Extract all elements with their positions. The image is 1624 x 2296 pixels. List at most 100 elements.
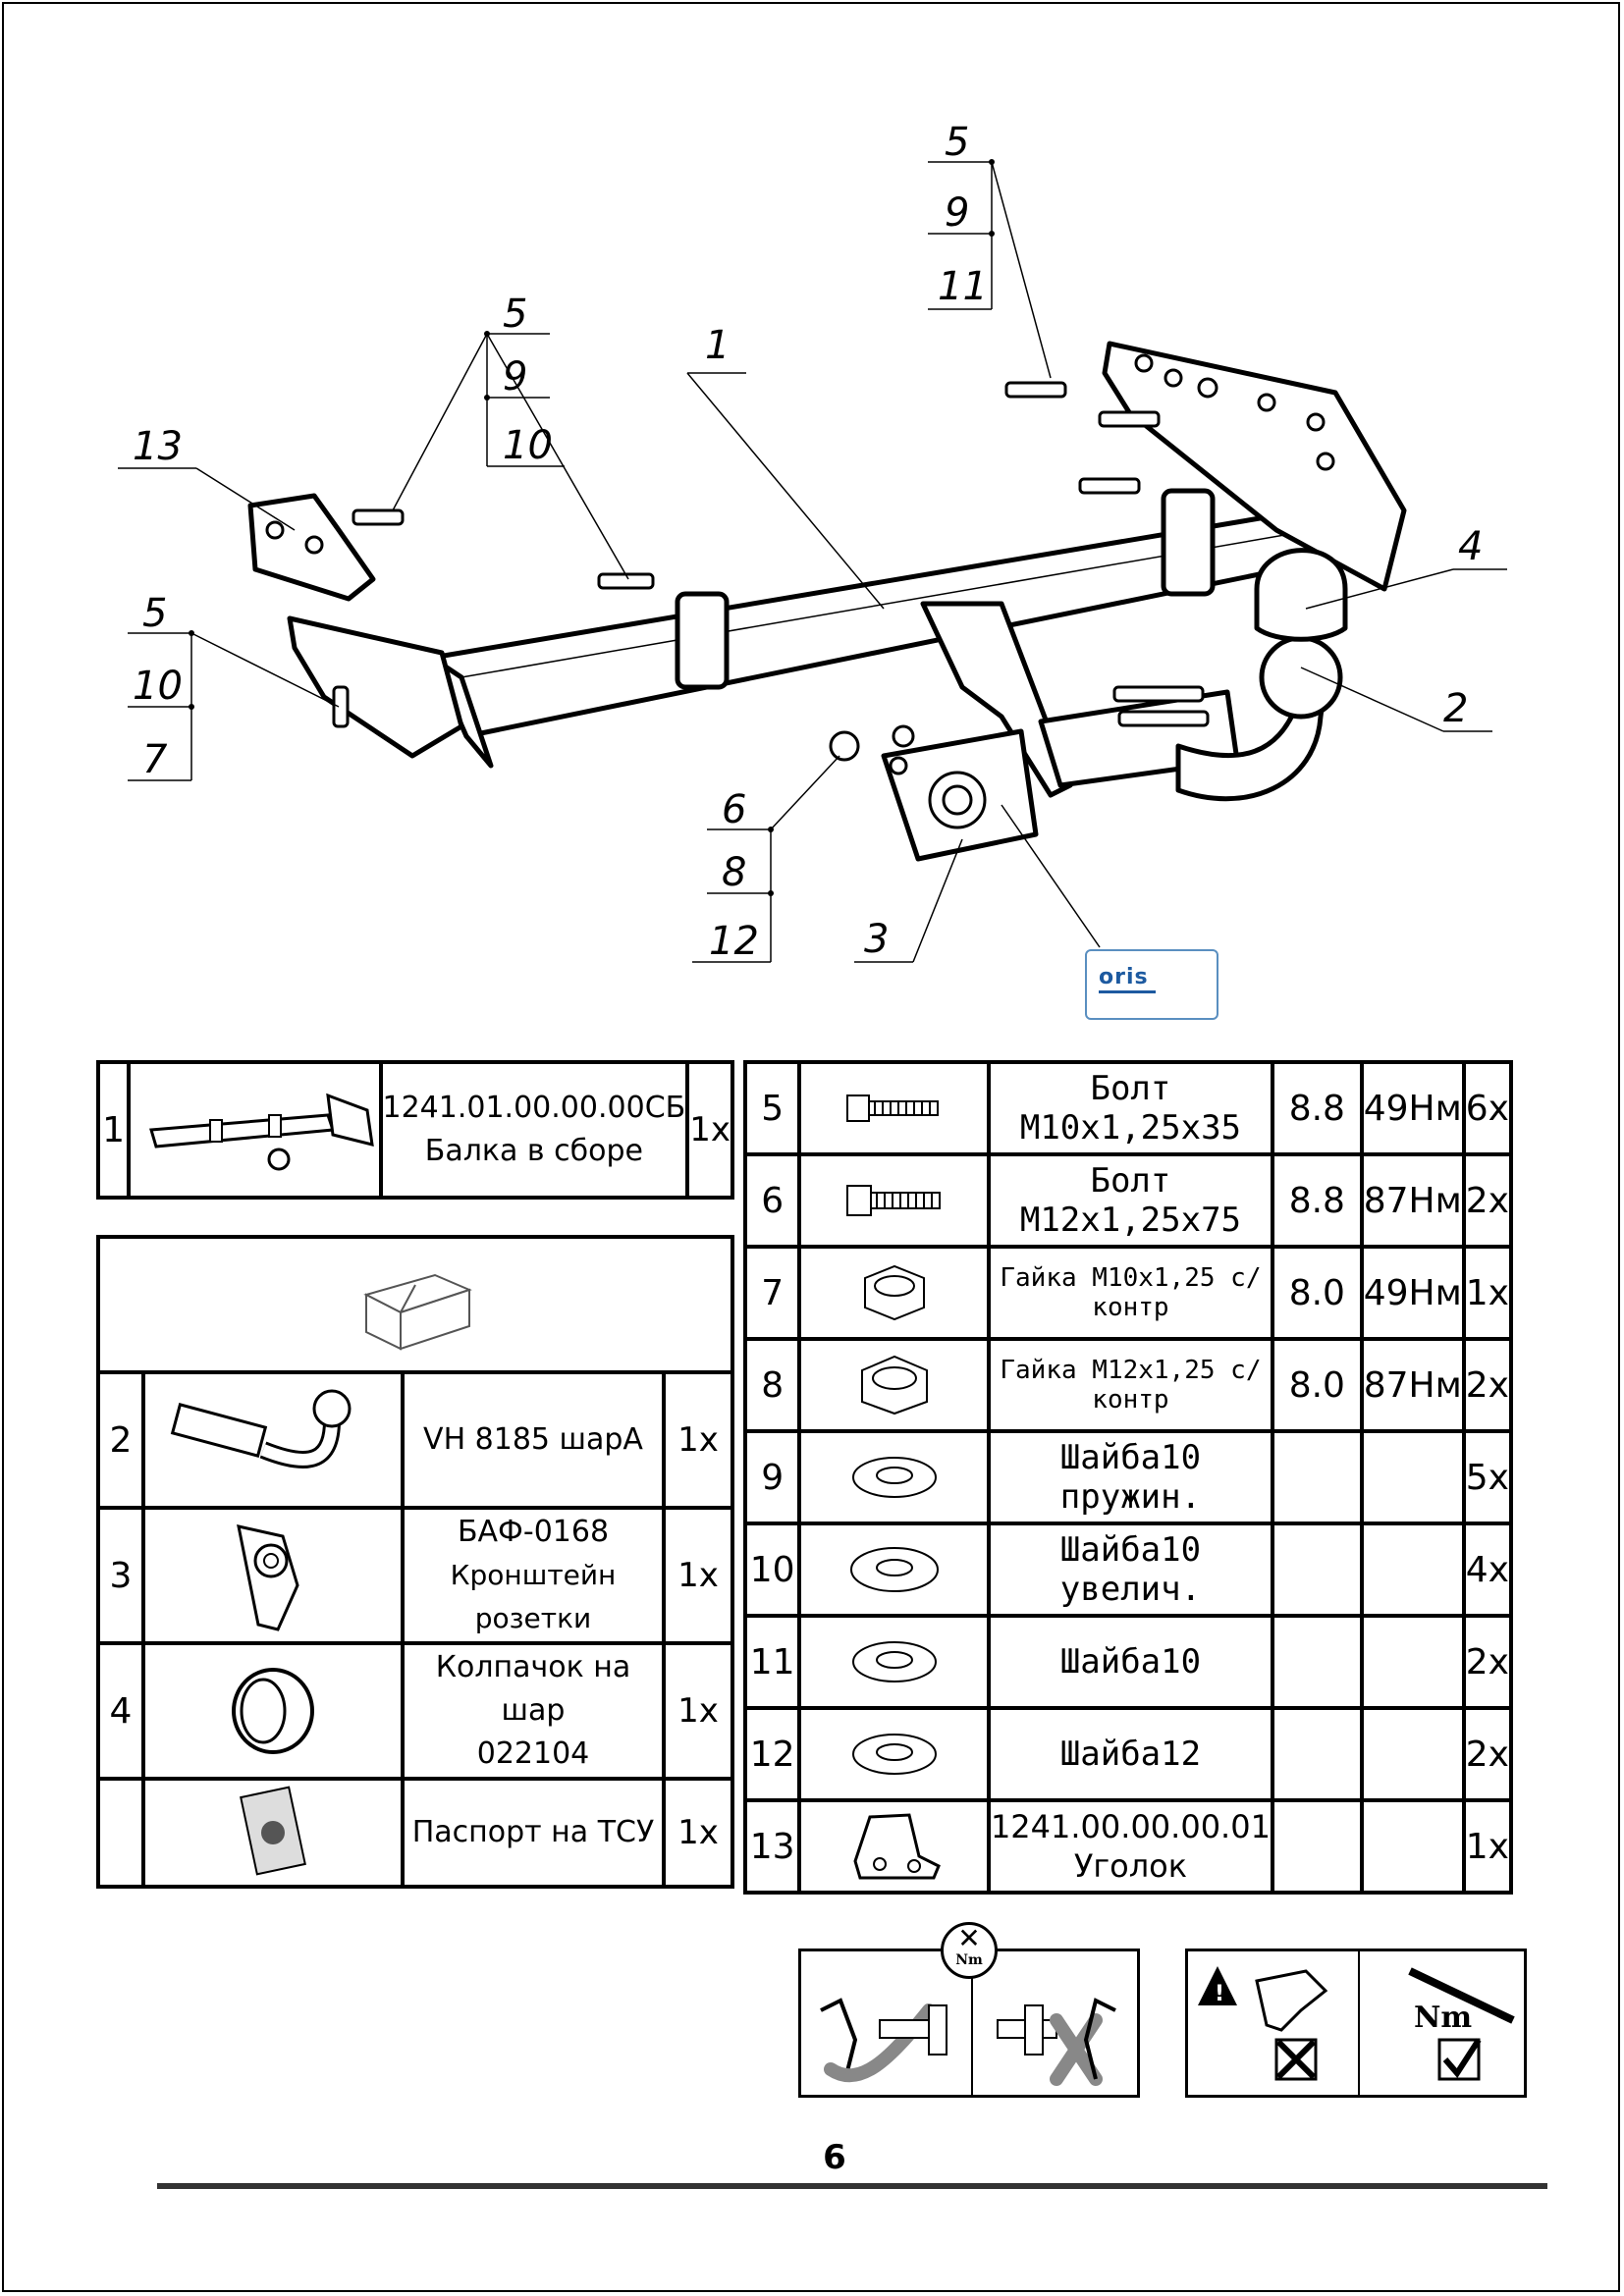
table-row: 4 Колпачок на шар 022104 1х <box>96 1641 734 1781</box>
nut-m12-icon <box>797 1337 991 1433</box>
footer-rule <box>157 2183 1547 2189</box>
hw-qty: 2х <box>1461 1706 1514 1802</box>
callout-4: 4 <box>1458 524 1483 569</box>
beam-icon <box>127 1060 383 1200</box>
part-description: Паспорт на ТСУ <box>401 1777 666 1889</box>
panel-divider <box>971 1951 973 2095</box>
part-code: БАФ-0168 <box>457 1515 610 1549</box>
part-code: 1241.01.00.00.00СБ <box>382 1091 686 1125</box>
callout-5-top: 5 <box>945 120 969 165</box>
oris-logo: oris <box>1085 949 1218 1020</box>
callout-9-mid: 9 <box>503 354 527 400</box>
part-name: Балка в сборе <box>424 1134 643 1168</box>
hw-qty: 5х <box>1461 1429 1514 1525</box>
callout-7: 7 <box>142 737 168 782</box>
hw-description: Гайка М10х1,25 с/контр <box>986 1245 1274 1341</box>
hw-qty: 1х <box>1461 1798 1514 1895</box>
table-row: 3 БАФ-0168 Кронштейн розетки 1х <box>96 1506 734 1645</box>
table-row: 2 VH 8185 шарА 1х <box>96 1370 734 1510</box>
part-name: Кронштейн розетки <box>450 1559 617 1634</box>
hw-grade <box>1270 1798 1364 1895</box>
assembly-diagram: 1 2 3 4 5 9 11 5 9 10 13 5 10 7 6 8 12 <box>118 120 1507 964</box>
ball-cap-icon <box>141 1641 405 1781</box>
table-row: 6 Болт М12х1,25х75 8.8 87Нм 2х <box>742 1152 1514 1249</box>
hw-number: 5 <box>742 1060 802 1156</box>
wrench-procedure-icon <box>820 1998 1116 2086</box>
bolts <box>332 381 1210 775</box>
callout-5-left: 5 <box>142 591 167 636</box>
part-description: Колпачок на шар 022104 <box>401 1641 666 1781</box>
part-description: 1241.01.00.00.00СБ Балка в сборе <box>378 1060 690 1200</box>
leader-dots <box>189 159 995 896</box>
hw-description: Гайка М12х1,25 с/контр <box>986 1337 1274 1433</box>
hardware-table: 5 Болт М10х1,25х35 8.8 49Нм 6х 6 Болт М1… <box>742 1060 1514 1895</box>
part-qty: 1х <box>662 1370 734 1510</box>
angle-bracket-icon <box>797 1798 991 1895</box>
towbar-beam <box>247 341 1407 862</box>
impact-wrench-prohibited-icon: ! <box>1198 1966 1328 2081</box>
callout-10-mid: 10 <box>503 423 553 468</box>
nm-label: Nm <box>955 1952 983 1968</box>
hw-qty: 2х <box>1461 1152 1514 1249</box>
bolt-m10-icon <box>797 1060 991 1156</box>
part-number: 4 <box>96 1641 145 1781</box>
tightening-procedure-panel: ✕ Nm <box>798 1922 1140 2098</box>
nm-label: Nm <box>1414 2001 1473 2035</box>
hw-torque <box>1359 1429 1466 1525</box>
table-row: 11 Шайба10 2х <box>742 1614 1514 1710</box>
callout-3: 3 <box>864 917 889 962</box>
part-code: VH 8185 шарА <box>423 1422 643 1457</box>
hw-description: 1241.00.00.00.01 Уголок <box>986 1798 1274 1895</box>
tow-ball-icon <box>141 1370 405 1510</box>
hw-number: 6 <box>742 1152 802 1249</box>
hw-qty: 1х <box>1461 1245 1514 1341</box>
table-row: 9 Шайба10 пружин. 5х <box>742 1429 1514 1525</box>
table-row: 7 Гайка М10х1,25 с/контр 8.0 49Нм 1х <box>742 1245 1514 1341</box>
callout-10-left: 10 <box>133 664 183 709</box>
hw-qty: 2х <box>1461 1337 1514 1433</box>
callout-12: 12 <box>709 919 759 964</box>
hw-torque <box>1359 1798 1466 1895</box>
washer-12-icon <box>797 1706 991 1802</box>
hw-torque <box>1359 1522 1466 1618</box>
callout-5-mid: 5 <box>503 292 527 337</box>
box-icon <box>96 1235 734 1374</box>
logo-underline <box>1099 990 1156 993</box>
hw-number: 12 <box>742 1706 802 1802</box>
no-torque-symbol-icon: ✕ Nm <box>941 1922 998 1979</box>
hw-grade: 8.0 <box>1270 1337 1364 1433</box>
hw-grade: 8.8 <box>1270 1152 1364 1249</box>
part-code: Паспорт на ТСУ <box>411 1815 655 1849</box>
tool-warning-panel: ! Nm <box>1185 1949 1527 2098</box>
hw-grade <box>1270 1522 1364 1618</box>
hw-grade: 8.8 <box>1270 1060 1364 1156</box>
part-description: VH 8185 шарА <box>401 1370 666 1510</box>
hw-number: 7 <box>742 1245 802 1341</box>
callout-8: 8 <box>722 850 746 895</box>
leader-lines <box>118 161 1507 963</box>
hw-number: 8 <box>742 1337 802 1433</box>
torque-wrench-required-icon <box>1408 1967 1515 2081</box>
hw-description: Болт М10х1,25х35 <box>986 1060 1274 1156</box>
hw-number: 10 <box>742 1522 802 1618</box>
table-row: 1 1241.01.00.00.00СБ Балка в сборе 1х <box>95 1060 734 1200</box>
hw-qty: 4х <box>1461 1522 1514 1618</box>
hw-grade: 8.0 <box>1270 1245 1364 1341</box>
hw-description: Шайба10 увелич. <box>986 1522 1274 1618</box>
hw-name: Уголок <box>1073 1847 1188 1885</box>
hw-qty: 2х <box>1461 1614 1514 1710</box>
hw-torque: 49Нм <box>1359 1245 1466 1341</box>
large-washer-icon <box>797 1522 991 1618</box>
hw-description: Шайба10 <box>986 1614 1274 1710</box>
hw-torque: 87Нм <box>1359 1337 1466 1433</box>
hw-description: Шайба12 <box>986 1706 1274 1802</box>
table-row: 5 Болт М10х1,25х35 8.8 49Нм 6х <box>742 1060 1514 1156</box>
hw-description: Шайба10 пружин. <box>986 1429 1274 1525</box>
page-number: 6 <box>823 2138 846 2177</box>
callout-9-top: 9 <box>945 190 969 236</box>
main-part-table: 1 1241.01.00.00.00СБ Балка в сборе 1х <box>95 1060 734 1200</box>
hw-torque <box>1359 1706 1466 1802</box>
hw-description: Болт М12х1,25х75 <box>986 1152 1274 1249</box>
nut-m10-icon <box>797 1245 991 1341</box>
